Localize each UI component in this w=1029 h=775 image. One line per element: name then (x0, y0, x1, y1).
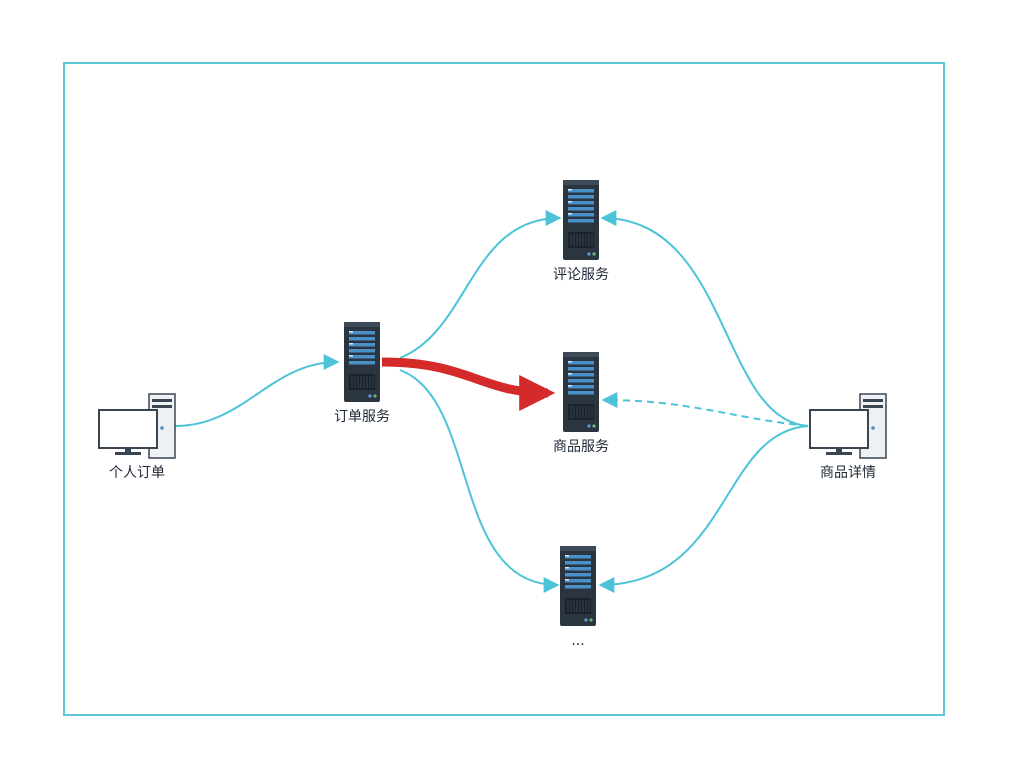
edge-order-to-comment (399, 210, 562, 359)
product-detail-computer-icon (809, 393, 887, 459)
edge-detail-to-product (601, 392, 809, 427)
order-service-label: 订单服务 (334, 409, 390, 425)
product-detail-label: 商品详情 (820, 465, 876, 481)
personal-order-computer-icon (98, 393, 176, 459)
product-service-server-icon (562, 351, 600, 433)
edge-personal-to-order (174, 354, 340, 427)
personal-order-label: 个人订单 (109, 465, 165, 481)
edge-detail-to-other (598, 425, 809, 593)
product-service-label: 商品服务 (553, 439, 609, 455)
other-service-label: ... (571, 633, 585, 649)
diagram-frame (63, 62, 945, 716)
edge-detail-to-comment (600, 210, 809, 427)
edge-order-to-product (381, 357, 556, 411)
comment-service-server-icon (562, 179, 600, 261)
comment-service-label: 评论服务 (553, 267, 609, 283)
other-service-server-icon (559, 545, 597, 627)
order-service-server-icon (343, 321, 381, 403)
edge-order-to-other (399, 369, 560, 593)
